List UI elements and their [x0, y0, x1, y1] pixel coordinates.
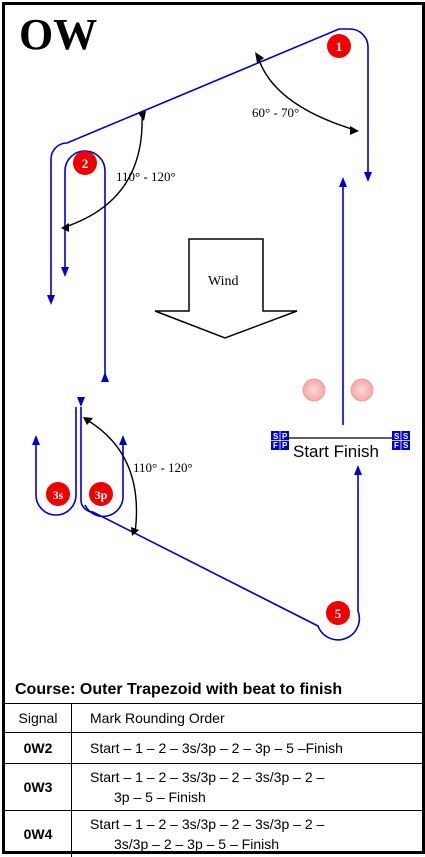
angle-label-bottom-left: 110° - 120°	[133, 460, 193, 475]
arrow-to-finish-up	[354, 465, 362, 475]
mark-5-label: 5	[335, 606, 342, 621]
start-finish-label: Start Finish	[293, 442, 379, 461]
mark-3s-label: 3s	[53, 488, 64, 502]
flag-left-0: S	[273, 432, 279, 441]
mark-2: 2	[73, 151, 97, 175]
flag-left: S P F P	[271, 431, 289, 450]
order-0W3-line2: 3p – 5 – Finish	[90, 787, 416, 807]
order-0W2-line1: Start – 1 – 2 – 3s/3p – 2 – 3p – 5 –Fini…	[90, 738, 416, 758]
flag-left-2: F	[273, 441, 278, 450]
flag-right: S S F S	[392, 431, 410, 450]
order-0W3-line1: Start – 1 – 2 – 3s/3p – 2 – 3s/3p – 2 –	[90, 767, 416, 787]
flag-right-1: S	[403, 432, 409, 441]
course-description: Course: Outer Trapezoid with beat to fin…	[5, 673, 422, 703]
signal-0W3: 0W3	[5, 764, 72, 811]
mark-3s: 3s	[46, 482, 70, 506]
flag-right-2: F	[394, 441, 399, 450]
arrow-left-leg-down	[47, 295, 55, 305]
wind-arrow: Wind	[155, 239, 297, 338]
flag-left-3: P	[282, 441, 288, 450]
start-buoy-left	[303, 379, 325, 401]
wind-label: Wind	[208, 274, 239, 289]
arrow-3p-up	[119, 435, 127, 445]
course-diagram: 60° - 70° 110° - 120° 110° - 120° Wind S…	[5, 5, 422, 670]
arrow-inner-leg-up	[101, 372, 109, 382]
order-0W4-line1: Start – 1 – 2 – 3s/3p – 2 – 3s/3p – 2 –	[90, 814, 416, 834]
table-row: 0W2 Start – 1 – 2 – 3s/3p – 2 – 3p – 5 –…	[5, 733, 422, 764]
table-row: 0W4 Start – 1 – 2 – 3s/3p – 2 – 3s/3p – …	[5, 811, 422, 857]
table-header: Signal Mark Rounding Order	[5, 704, 422, 733]
start-buoys	[303, 379, 373, 401]
mark-2-label: 2	[82, 156, 89, 171]
angle-label-top-right: 60° - 70°	[252, 105, 299, 120]
header-order: Mark Rounding Order	[72, 704, 423, 733]
table-row: 0W3 Start – 1 – 2 – 3s/3p – 2 – 3s/3p – …	[5, 764, 422, 811]
flag-right-3: S	[403, 441, 409, 450]
arrow-bottom-start-down	[77, 397, 85, 407]
arrow-3s-up	[32, 435, 40, 445]
rounding-order-table: Signal Mark Rounding Order 0W2 Start – 1…	[5, 703, 422, 857]
flag-left-1: P	[282, 432, 288, 441]
flag-right-0: S	[394, 432, 400, 441]
mark-1: 1	[327, 34, 351, 58]
angle-label-top-left: 110° - 120°	[116, 169, 176, 184]
course-section: Course: Outer Trapezoid with beat to fin…	[5, 673, 422, 857]
order-0W4-line2: 3s/3p – 2 – 3p – 5 – Finish	[90, 834, 416, 854]
start-buoy-right	[351, 379, 373, 401]
signal-0W2: 0W2	[5, 733, 72, 764]
mark-3p: 3p	[89, 482, 113, 506]
header-signal: Signal	[5, 704, 72, 733]
mark-5: 5	[326, 601, 350, 625]
mark-1-label: 1	[336, 39, 343, 54]
arrow-beat-up	[339, 177, 347, 187]
mark-3p-label: 3p	[95, 488, 108, 502]
signal-0W4: 0W4	[5, 811, 72, 857]
arrow-inner-leg-down	[61, 267, 69, 277]
arrow-mark1-down	[364, 172, 372, 182]
